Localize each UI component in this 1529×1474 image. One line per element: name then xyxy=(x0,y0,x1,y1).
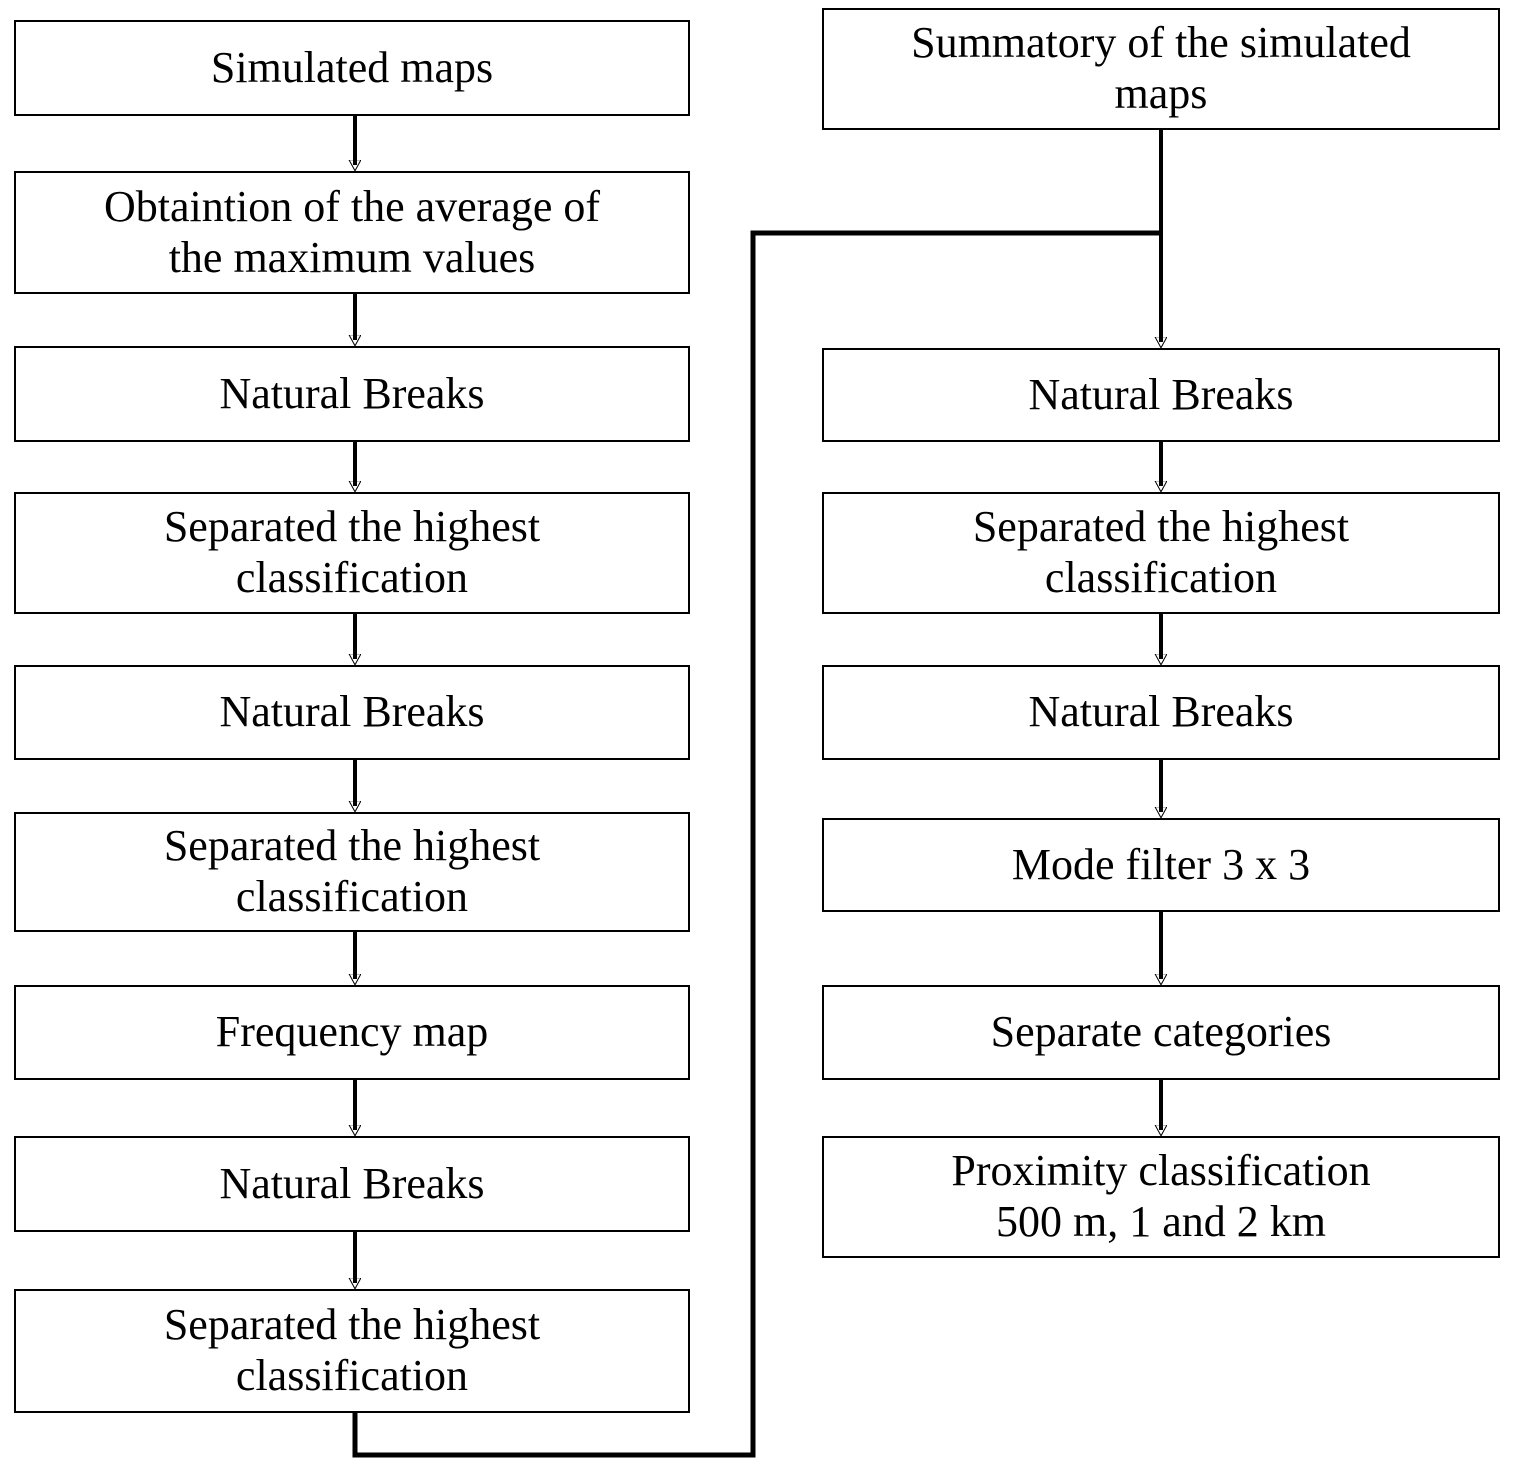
node-left-natural-breaks-3[interactable]: Natural Breaks xyxy=(14,1136,690,1232)
node-left-separated-highest-classification-1[interactable]: Separated the highest classification xyxy=(14,492,690,614)
node-right-natural-breaks-2[interactable]: Natural Breaks xyxy=(822,665,1500,760)
node-separate-categories[interactable]: Separate categories xyxy=(822,985,1500,1080)
node-left-separated-highest-classification-3[interactable]: Separated the highest classification xyxy=(14,1289,690,1413)
node-obtaintion-average-maximum-values[interactable]: Obtaintion of the average of the maximum… xyxy=(14,171,690,294)
node-frequency-map[interactable]: Frequency map xyxy=(14,985,690,1080)
node-proximity-classification[interactable]: Proximity classification 500 m, 1 and 2 … xyxy=(822,1136,1500,1258)
node-right-separated-highest-classification-1[interactable]: Separated the highest classification xyxy=(822,492,1500,614)
node-summatory-simulated-maps[interactable]: Summatory of the simulated maps xyxy=(822,8,1500,130)
node-left-natural-breaks-1[interactable]: Natural Breaks xyxy=(14,346,690,442)
node-mode-filter-3x3[interactable]: Mode filter 3 x 3 xyxy=(822,818,1500,912)
node-left-separated-highest-classification-2[interactable]: Separated the highest classification xyxy=(14,812,690,932)
node-left-natural-breaks-2[interactable]: Natural Breaks xyxy=(14,665,690,760)
node-right-natural-breaks-1[interactable]: Natural Breaks xyxy=(822,348,1500,442)
node-simulated-maps[interactable]: Simulated maps xyxy=(14,20,690,116)
